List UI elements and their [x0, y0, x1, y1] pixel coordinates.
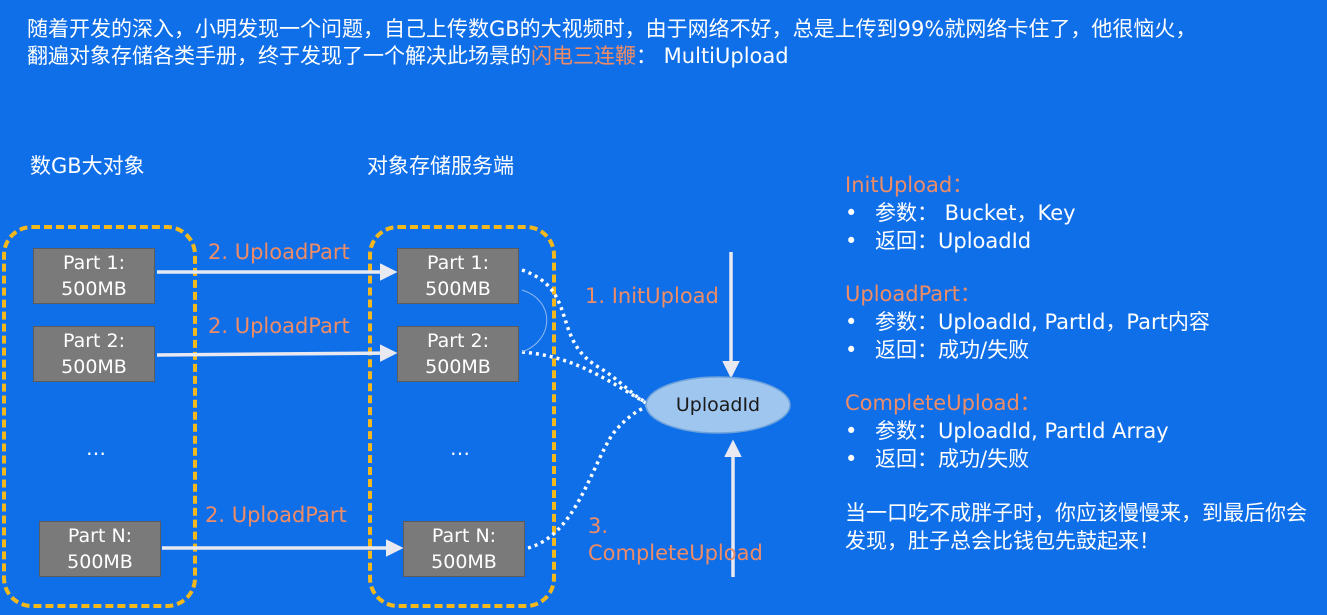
server-part-2: Part 2: 500MB	[397, 326, 519, 382]
init-upload-label: 1. InitUpload	[585, 284, 719, 308]
client-parts-ellipsis: …	[86, 436, 106, 460]
intro-line-1: 随着开发的深入，小明发现一个问题，自己上传数GB的大视频时，由于网络不好，总是上…	[27, 17, 1197, 41]
part-label: Part N:	[431, 525, 497, 547]
part-size: 500MB	[431, 551, 497, 573]
api-init-upload: InitUpload： • 参数： Bucket，Key • 返回：UploadId	[845, 171, 1076, 255]
part-label: Part 1:	[62, 252, 126, 274]
dotted-link-part-2	[521, 350, 647, 405]
right-column-title: 对象存储服务端	[367, 154, 514, 178]
thin-curve	[521, 289, 548, 353]
complete-upload-number: 3.	[588, 514, 609, 538]
server-object-container	[368, 225, 556, 608]
client-part-1: Part 1: 500MB	[33, 248, 155, 304]
part-size: 500MB	[425, 278, 491, 300]
server-parts-ellipsis: …	[450, 436, 470, 460]
part-size: 500MB	[67, 551, 133, 573]
api-name: InitUpload：	[845, 173, 974, 197]
api-params-item: • 参数：UploadId, PartId，Part内容	[845, 308, 1210, 336]
api-name: UploadPart：	[845, 282, 982, 306]
api-returns-item: • 返回：UploadId	[845, 227, 1076, 255]
intro-line-2-prefix: 翻遍对象存储各类手册，终于发现了一个解决此场景的	[27, 44, 531, 68]
api-name: CompleteUpload：	[845, 391, 1041, 415]
upload-part-arrow-2	[156, 344, 398, 362]
intro-highlight: 闪电三连鞭	[531, 44, 636, 68]
part-label: Part 2:	[426, 330, 490, 352]
intro-text: 随着开发的深入，小明发现一个问题，自己上传数GB的大视频时，由于网络不好，总是上…	[27, 16, 1317, 70]
dotted-link-part-1	[521, 268, 647, 404]
api-returns: 返回：成功/失败	[875, 338, 1030, 362]
api-params: 参数： Bucket，Key	[875, 201, 1076, 225]
bullet-icon: •	[845, 310, 858, 334]
part-label: Part N:	[67, 525, 133, 547]
upload-id-label: UploadId	[675, 394, 761, 416]
dotted-link-part-n	[527, 404, 649, 550]
intro-line-2: 翻遍对象存储各类手册，终于发现了一个解决此场景的闪电三连鞭： MultiUplo…	[27, 43, 1317, 70]
bullet-icon: •	[845, 338, 858, 362]
api-returns: 返回：UploadId	[875, 229, 1032, 253]
left-column-title: 数GB大对象	[30, 154, 145, 178]
api-returns-item: • 返回：成功/失败	[845, 445, 1169, 473]
client-object-container	[2, 225, 197, 608]
api-params: 参数：UploadId, PartId Array	[875, 419, 1169, 443]
server-part-n: Part N: 500MB	[403, 521, 525, 577]
api-returns: 返回：成功/失败	[875, 447, 1030, 471]
bullet-icon: •	[845, 447, 858, 471]
client-part-n: Part N: 500MB	[39, 521, 161, 577]
bullet-icon: •	[845, 229, 858, 253]
part-label: Part 2:	[62, 330, 126, 352]
part-size: 500MB	[425, 356, 491, 378]
api-upload-part: UploadPart： •参数：UploadId, PartId，Part内容 …	[845, 280, 1210, 364]
summary-text: 当一口吃不成胖子时，你应该慢慢来，到最后你会发现，肚子总会比钱包先鼓起来！	[845, 501, 1307, 553]
api-params: 参数：UploadId, PartId，Part内容	[875, 310, 1210, 334]
complete-upload-label: CompleteUpload	[588, 541, 763, 565]
bullet-icon: •	[845, 419, 858, 443]
upload-part-label-1: 2. UploadPart	[208, 240, 350, 264]
api-params-item: • 参数： Bucket，Key	[845, 199, 1076, 227]
upload-part-label-2: 2. UploadPart	[208, 314, 350, 338]
upload-id-ellipse	[645, 376, 791, 434]
server-part-1: Part 1: 500MB	[397, 248, 519, 304]
api-complete-upload: CompleteUpload： • 参数：UploadId, PartId Arr…	[845, 389, 1169, 473]
intro-line-2-suffix: ： MultiUpload	[636, 44, 789, 68]
part-size: 500MB	[61, 278, 127, 300]
client-part-2: Part 2: 500MB	[33, 326, 155, 382]
bullet-icon: •	[845, 201, 858, 225]
upload-part-label-n: 2. UploadPart	[205, 503, 347, 527]
api-returns-item: • 返回：成功/失败	[845, 336, 1210, 364]
part-label: Part 1:	[426, 252, 490, 274]
api-params-item: • 参数：UploadId, PartId Array	[845, 417, 1169, 445]
part-size: 500MB	[61, 356, 127, 378]
